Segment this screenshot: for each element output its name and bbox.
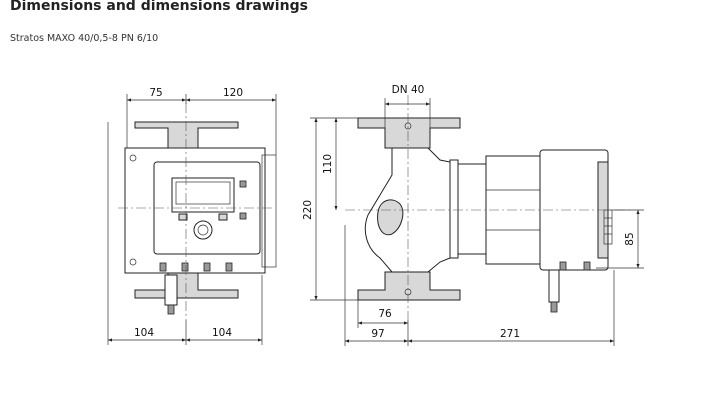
dim-label-110: 110 <box>322 154 334 174</box>
dim-label-120: 120 <box>223 87 243 99</box>
front-display-screen <box>175 181 231 205</box>
side-connector-tip <box>550 301 558 313</box>
dim-label-dn40: DN 40 <box>392 84 425 96</box>
side-module-grille <box>603 209 613 245</box>
page-heading: Dimensions and dimensions drawings <box>10 0 308 14</box>
front-body-screw <box>129 258 137 266</box>
dim-label-220: 220 <box>302 200 314 220</box>
front-cable-gland <box>159 262 167 272</box>
side-motor <box>457 163 487 255</box>
front-context-button <box>178 213 188 221</box>
side-connector-plug <box>548 269 560 303</box>
front-operating-knob <box>193 220 213 240</box>
front-cable-gland <box>225 262 233 272</box>
front-view: 75 120 104 104 <box>107 87 277 345</box>
side-view: DN 40 110 220 76 97 271 85 <box>302 84 644 346</box>
side-top-flange <box>357 117 461 149</box>
side-volute-outlet <box>377 199 404 236</box>
dim-label-75: 75 <box>149 87 162 99</box>
side-cable-gland <box>583 261 591 271</box>
front-bottom-flange <box>134 272 239 299</box>
dim-label-97: 97 <box>371 328 384 340</box>
front-led <box>239 180 247 188</box>
dim-label-76: 76 <box>378 308 392 320</box>
dim-label-85: 85 <box>624 232 636 245</box>
product-name: Stratos MAXO 40/0,5-8 PN 6/10 <box>10 33 159 44</box>
front-cable-gland <box>181 262 189 272</box>
front-top-flange <box>134 121 239 151</box>
front-connector-plug <box>164 274 178 306</box>
front-display <box>171 177 235 213</box>
front-operating-knob-inner <box>197 224 209 236</box>
front-cable-gland <box>203 262 211 272</box>
front-back-button <box>218 213 228 221</box>
front-side-cover <box>261 154 277 268</box>
dim-label-104-right: 104 <box>212 327 232 339</box>
side-cable-gland <box>559 261 567 271</box>
front-led <box>239 212 247 220</box>
front-connector-tip <box>167 304 175 315</box>
front-body-screw <box>129 154 137 162</box>
side-bottom-flange <box>357 271 461 301</box>
side-motor-housing <box>449 159 459 259</box>
dim-label-104-left: 104 <box>134 327 154 339</box>
dim-label-271: 271 <box>500 328 520 340</box>
